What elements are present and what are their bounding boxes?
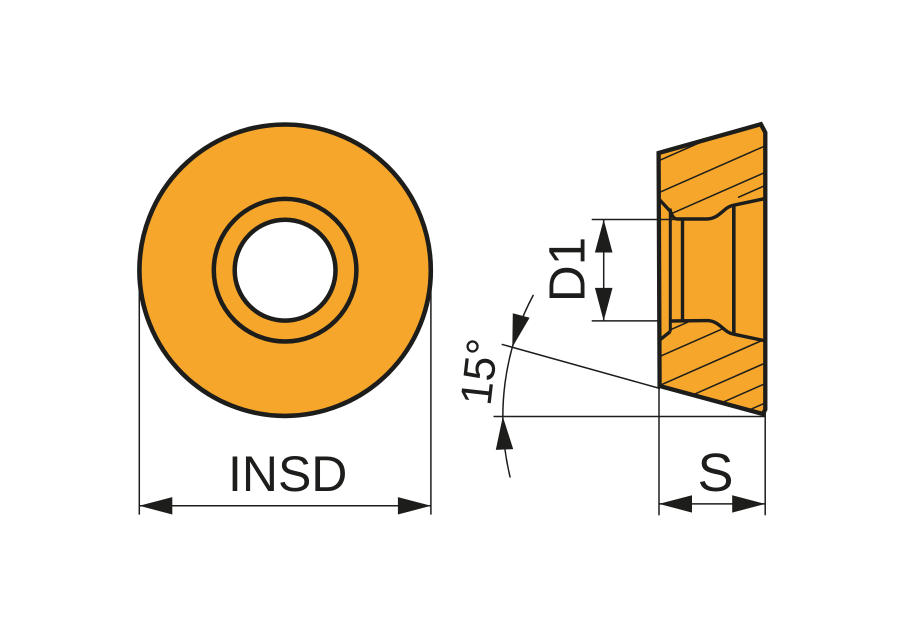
svg-text:INSD: INSD — [228, 446, 347, 502]
svg-text:15°: 15° — [452, 336, 508, 408]
svg-text:D1: D1 — [539, 237, 596, 302]
svg-text:S: S — [697, 443, 733, 503]
